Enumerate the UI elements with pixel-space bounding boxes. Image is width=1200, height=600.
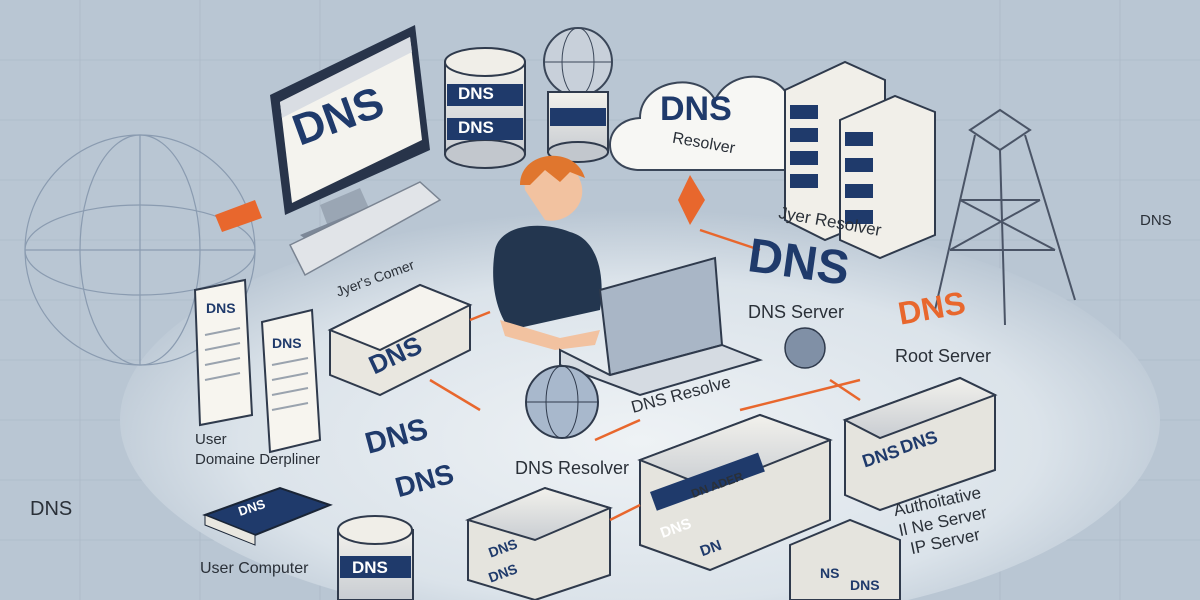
cylinder-b-label: DNS — [458, 118, 494, 137]
dns-right-label: DNS — [1140, 212, 1172, 229]
cylinder-a-label: DNS — [458, 84, 494, 103]
db-stack-top — [444, 47, 526, 169]
left-dns-label: DNS — [30, 498, 73, 520]
center-globe — [525, 327, 826, 439]
documents — [193, 278, 322, 454]
orange-arrowhead — [678, 175, 705, 225]
wireframe-globe — [24, 134, 256, 366]
console-box — [327, 283, 473, 397]
user-computer-label: User Computer — [200, 560, 309, 577]
laptop — [559, 256, 764, 397]
user-domain-label: User Domaine Derpliner — [195, 431, 321, 468]
bottom-server-stack — [465, 486, 613, 600]
cloud-dns-label: DNS — [660, 90, 732, 128]
dns-server-label: DNS Server — [748, 302, 845, 322]
bottom-right-box-label-2: DNS — [850, 577, 880, 593]
radio-tower — [934, 108, 1076, 326]
bottom-right-box — [789, 518, 901, 600]
bottom-right-box-label-1: NS — [820, 565, 840, 581]
globe-pedestal — [543, 27, 613, 163]
flow-arrows — [429, 228, 861, 522]
bottom-cylinder — [337, 515, 414, 600]
dns-resolver-label: DNS Resolver — [515, 458, 630, 478]
center-server-stack — [637, 413, 833, 572]
right-server-stack — [842, 376, 998, 512]
server-racks — [784, 60, 936, 260]
keyboard — [288, 181, 442, 277]
doc2-label: DNS — [272, 335, 302, 351]
doc1-label: DNS — [206, 300, 236, 316]
person-at-laptop — [493, 155, 602, 350]
orange-tag — [215, 200, 262, 232]
dns-book — [202, 486, 333, 546]
root-server-label: Root Server — [895, 346, 992, 366]
cylinder-bottom-label: DNS — [352, 558, 388, 577]
